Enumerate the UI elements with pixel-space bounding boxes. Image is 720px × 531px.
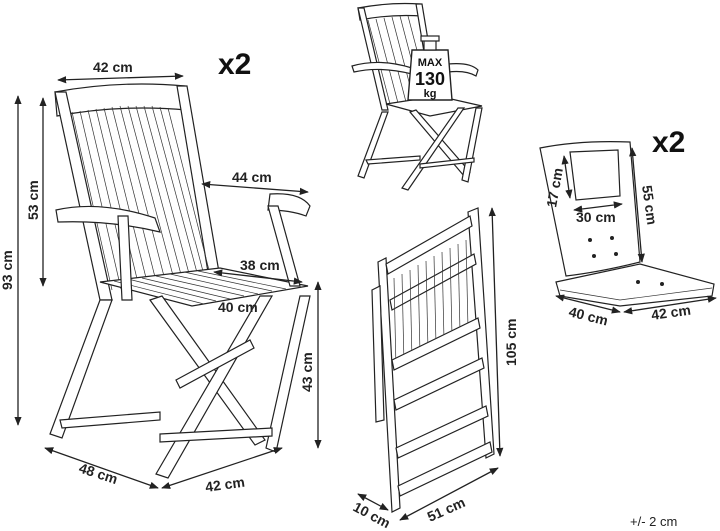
folded-thickness-label: 10 cm: [351, 499, 394, 531]
weight-badge-line2: 130: [415, 69, 445, 89]
weight-badge-line3: kg: [424, 88, 437, 100]
tolerance-note: +/- 2 cm: [630, 514, 677, 529]
cushion-seat-width-label: 42 cm: [650, 302, 692, 323]
arm-depth-label: 44 cm: [232, 169, 272, 185]
seat-width-label: 40 cm: [218, 299, 258, 315]
depth-label: 48 cm: [77, 460, 120, 487]
total-height-label: 93 cm: [0, 250, 15, 290]
weight-badge: MAX 130 kg: [407, 35, 453, 101]
folded-dimension-arrows: [357, 207, 504, 521]
seat-depth-label: 38 cm: [240, 257, 280, 273]
pillow-width-label: 30 cm: [576, 209, 616, 225]
chair-quantity-label: x2: [218, 48, 251, 81]
back-width-label: 42 cm: [93, 59, 133, 75]
width-label: 42 cm: [204, 474, 246, 495]
pillow-height-label: 17 cm: [543, 167, 566, 209]
chair-dimension-arrows: [14, 72, 322, 489]
folded-chair-illustration: [371, 207, 495, 513]
folded-width-label: 51 cm: [425, 494, 468, 525]
cushion-quantity-label: x2: [652, 126, 685, 159]
cushion-dimension-arrows: [555, 147, 717, 315]
seat-height-label: 43 cm: [299, 352, 315, 392]
folded-height-label: 105 cm: [503, 319, 519, 366]
chair-illustration: [49, 83, 311, 479]
weight-badge-line1: MAX: [418, 57, 443, 69]
cushion-back-height-label: 55 cm: [639, 184, 660, 226]
cushion-seat-depth-label: 40 cm: [567, 303, 609, 328]
back-height-label: 53 cm: [25, 180, 41, 220]
